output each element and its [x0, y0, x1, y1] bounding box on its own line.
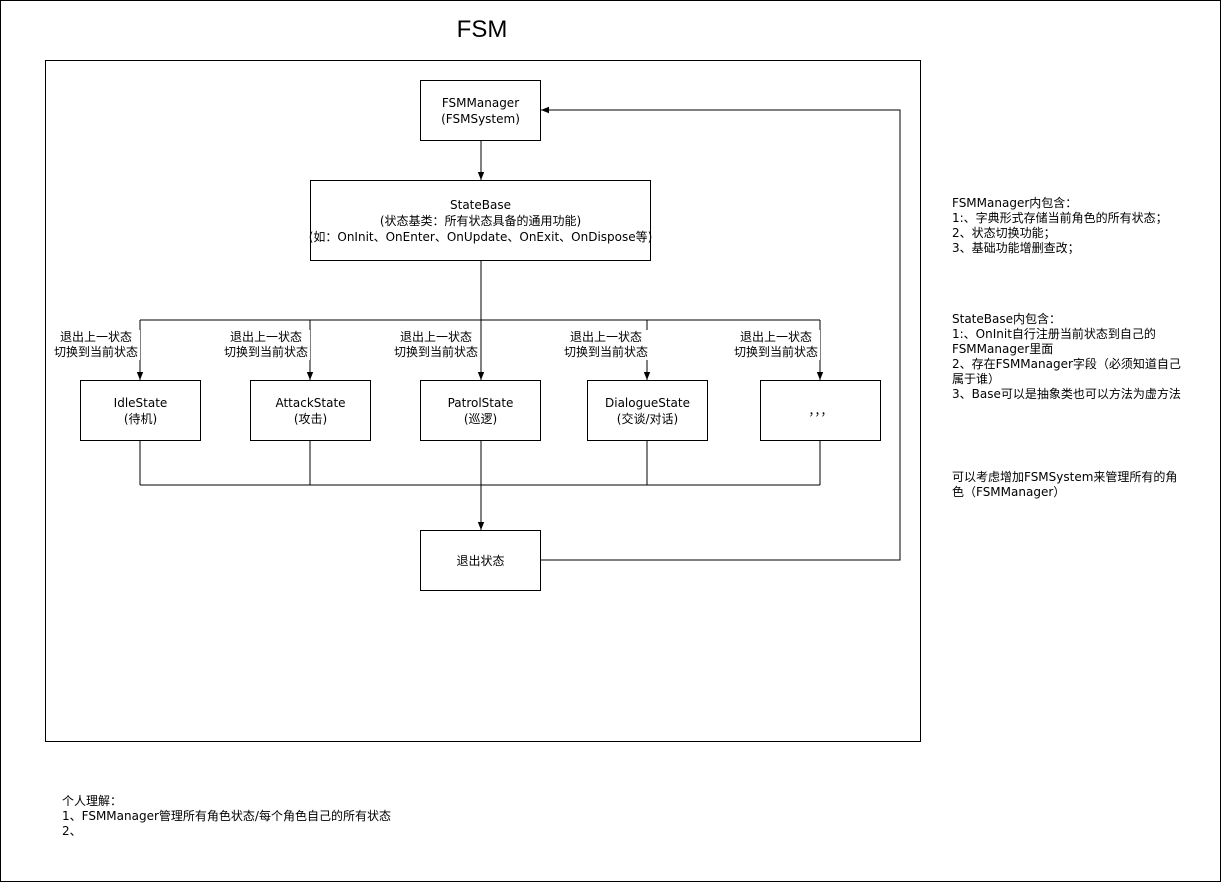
- note-line: 1:、OnInit自行注册当前状态到自己的: [952, 327, 1156, 341]
- edge-label-patrol: 退出上一状态 切换到当前状态: [392, 330, 480, 360]
- note-state-base: StateBase内包含： 1:、OnInit自行注册当前状态到自己的 FSMM…: [952, 312, 1181, 402]
- edge-label-line2: 切换到当前状态: [563, 345, 648, 359]
- node-state-base-title: StateBase: [450, 197, 511, 212]
- note-line: 2、: [62, 824, 82, 838]
- node-dialogue-state-subtitle: (交谈/对话): [616, 411, 679, 426]
- note-line: StateBase内包含：: [952, 312, 1061, 326]
- diagram-title: FSM: [456, 16, 508, 43]
- node-patrol-state[interactable]: PatrolState (巡逻): [420, 380, 541, 441]
- node-fsm-manager[interactable]: FSMManager (FSMSystem): [420, 80, 541, 141]
- note-personal: 个人理解： 1、FSMManager管理所有角色状态/每个角色自己的所有状态 2…: [62, 794, 391, 839]
- node-idle-state-subtitle: (待机): [123, 411, 158, 426]
- edge-exit-to-manager: [541, 106, 901, 561]
- note-line: 个人理解：: [62, 794, 123, 808]
- note-line: 2、存在FSMManager字段（必须知道自己: [952, 357, 1181, 371]
- node-state-base-examples: (如：OnInit、OnEnter、OnUpdate、OnExit、OnDisp…: [308, 229, 653, 244]
- note-line: 1:、字典形式存储当前角色的所有状态；: [952, 211, 1168, 225]
- node-idle-state-title: IdleState: [113, 395, 168, 410]
- node-patrol-state-title: PatrolState: [447, 395, 514, 410]
- note-line: 3、基础功能增删查改；: [952, 241, 1080, 255]
- note-fsm-manager: FSMManager内包含： 1:、字典形式存储当前角色的所有状态； 2、状态切…: [952, 196, 1168, 256]
- node-exit-state[interactable]: 退出状态: [420, 530, 541, 591]
- node-dialogue-state-title: DialogueState: [605, 395, 690, 410]
- edge-label-line1: 退出上一状态: [399, 330, 472, 344]
- edge-label-attack: 退出上一状态 切换到当前状态: [222, 330, 310, 360]
- node-more-states[interactable]: ，，，: [760, 380, 881, 441]
- node-idle-state[interactable]: IdleState (待机): [80, 380, 201, 441]
- node-fsm-manager-subtitle: (FSMSystem): [441, 111, 520, 126]
- edge-label-line1: 退出上一状态: [229, 330, 302, 344]
- note-line: 1、FSMManager管理所有角色状态/每个角色自己的所有状态: [62, 809, 391, 823]
- edge-label-line2: 切换到当前状态: [53, 345, 138, 359]
- note-line: 色（FSMManager）: [952, 485, 1066, 499]
- node-state-base[interactable]: StateBase (状态基类：所有状态具备的通用功能) (如：OnInit、O…: [308, 180, 653, 261]
- note-line: FSMManager内包含：: [952, 196, 1078, 210]
- note-line: 属于谁）: [952, 372, 1001, 386]
- edge-label-dialogue: 退出上一状态 切换到当前状态: [562, 330, 650, 360]
- node-state-base-desc: (状态基类：所有状态具备的通用功能): [379, 213, 582, 228]
- edge-label-line2: 切换到当前状态: [223, 345, 308, 359]
- node-patrol-state-subtitle: (巡逻): [463, 411, 498, 426]
- edge-label-more: 退出上一状态 切换到当前状态: [732, 330, 820, 360]
- edge-label-line1: 退出上一状态: [59, 330, 132, 344]
- note-line: 可以考虑增加FSMSystem来管理所有的角: [952, 470, 1178, 484]
- node-fsm-manager-title: FSMManager: [441, 95, 520, 110]
- note-line: 3、Base可以是抽象类也可以方法为虚方法: [952, 387, 1181, 401]
- node-exit-state-title: 退出状态: [456, 553, 505, 568]
- edge-label-line2: 切换到当前状态: [393, 345, 478, 359]
- node-dialogue-state[interactable]: DialogueState (交谈/对话): [587, 380, 708, 441]
- note-line: 2、状态切换功能；: [952, 226, 1056, 240]
- edge-label-line1: 退出上一状态: [569, 330, 642, 344]
- note-fsm-system: 可以考虑增加FSMSystem来管理所有的角 色（FSMManager）: [952, 470, 1177, 500]
- edge-label-line1: 退出上一状态: [739, 330, 812, 344]
- diagram-frame: [45, 60, 921, 742]
- note-line: FSMManager里面: [952, 342, 1054, 356]
- edge-label-line2: 切换到当前状态: [733, 345, 818, 359]
- node-more-states-ellipsis: ，，，: [808, 403, 833, 418]
- node-attack-state-subtitle: (攻击): [293, 411, 328, 426]
- node-attack-state-title: AttackState: [275, 395, 346, 410]
- node-attack-state[interactable]: AttackState (攻击): [250, 380, 371, 441]
- edge-label-idle: 退出上一状态 切换到当前状态: [52, 330, 140, 360]
